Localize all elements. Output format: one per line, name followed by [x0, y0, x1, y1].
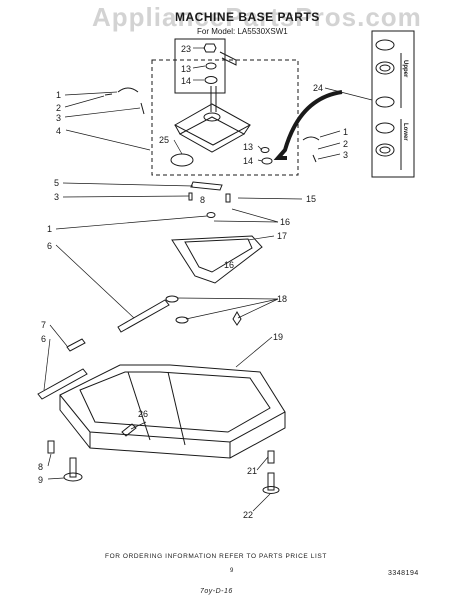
date-code: 7oy-D-16: [200, 588, 233, 595]
callout-1-left: 1: [56, 90, 61, 100]
pin-15-drawing: [225, 193, 231, 203]
right-screw-drawing: [312, 154, 317, 163]
screw-3c-drawing: [188, 192, 193, 201]
foot-22-drawing: [262, 472, 280, 494]
bearing-box: [371, 30, 415, 178]
bracket-26-drawing: [121, 423, 137, 437]
callout-13-top: 13: [181, 64, 191, 74]
spring-19-drawing: [232, 310, 242, 326]
foot-8-drawing: [47, 440, 55, 454]
callout-18: 18: [277, 294, 287, 304]
callout-17: 17: [277, 231, 287, 241]
base-frame-drawing: [59, 364, 286, 459]
foot-9-drawing: [63, 457, 83, 482]
callout-2-left: 2: [56, 103, 61, 113]
ring-14-drawing: [204, 76, 218, 84]
callout-26: 26: [138, 409, 148, 419]
document-number: 3348194: [388, 570, 419, 577]
callout-24: 24: [313, 83, 323, 93]
nut-23-drawing: [203, 43, 217, 53]
callout-5: 5: [54, 178, 59, 188]
callout-2-right: 2: [343, 139, 348, 149]
screw-3-drawing: [140, 102, 145, 115]
washer-13b-drawing: [260, 147, 270, 153]
callout-1-right: 1: [343, 127, 348, 137]
callout-16-lower: 16: [224, 260, 234, 270]
rail-6b-drawing: [37, 368, 88, 400]
callout-13-mid: 13: [243, 142, 253, 152]
watermark: AppliancePartsPros.com: [92, 2, 422, 32]
callout-16-upper: 16: [280, 217, 290, 227]
callout-3-lower: 3: [54, 192, 59, 202]
callout-22: 22: [243, 510, 253, 520]
upper-bearing-label: Upper: [402, 60, 408, 78]
clip-2-drawing: [104, 93, 113, 96]
belt-25-drawing: [170, 153, 194, 167]
bearing-arrow-shape: [273, 90, 343, 160]
callout-8-upper: 8: [200, 195, 205, 205]
callout-15: 15: [306, 194, 316, 204]
callout-4: 4: [56, 126, 61, 136]
callout-6-lower: 6: [41, 334, 46, 344]
guide-17-drawing: [171, 235, 263, 284]
callout-7: 7: [41, 320, 46, 330]
leader-lines: [43, 47, 373, 512]
washer-13-drawing: [205, 62, 217, 70]
callout-19: 19: [273, 332, 283, 342]
callout-3-left: 3: [56, 113, 61, 123]
callout-1-lower: 1: [47, 224, 52, 234]
rail-6-drawing: [117, 299, 170, 333]
drive-shaft-drawing: [210, 86, 217, 112]
leg-21-drawing: [267, 450, 275, 464]
upper-bearing-drawing: [375, 39, 395, 108]
rivets-18-drawing: [165, 295, 189, 324]
gear-mount-drawing: [173, 103, 252, 153]
callout-14-mid: 14: [243, 156, 253, 166]
pin-7-drawing: [66, 338, 86, 352]
top-inset-box: [174, 38, 226, 94]
callout-21: 21: [247, 466, 257, 476]
callout-8-lower: 8: [38, 462, 43, 472]
diagram-title: MACHINE BASE PARTS: [175, 10, 320, 24]
lower-bearing-drawing: [375, 122, 395, 157]
inset-arrow-shape: [219, 51, 237, 66]
callout-23: 23: [181, 44, 191, 54]
page-number: 9: [230, 568, 234, 574]
lower-bearing-label: Lower: [402, 123, 408, 141]
callout-3-right: 3: [343, 150, 348, 160]
ring-14b-drawing: [261, 157, 273, 165]
pad-8-drawing: [206, 212, 216, 218]
ordering-footer: FOR ORDERING INFORMATION REFER TO PARTS …: [105, 553, 327, 560]
clip-5-drawing: [190, 181, 223, 191]
right-bracket-drawing: [302, 136, 320, 141]
model-line: For Model: LA5530XSW1: [197, 27, 288, 36]
callout-9: 9: [38, 475, 43, 485]
callout-6-upper: 6: [47, 241, 52, 251]
callout-14-top: 14: [181, 76, 191, 86]
bracket-1-drawing: [117, 87, 139, 93]
callout-25: 25: [159, 135, 169, 145]
